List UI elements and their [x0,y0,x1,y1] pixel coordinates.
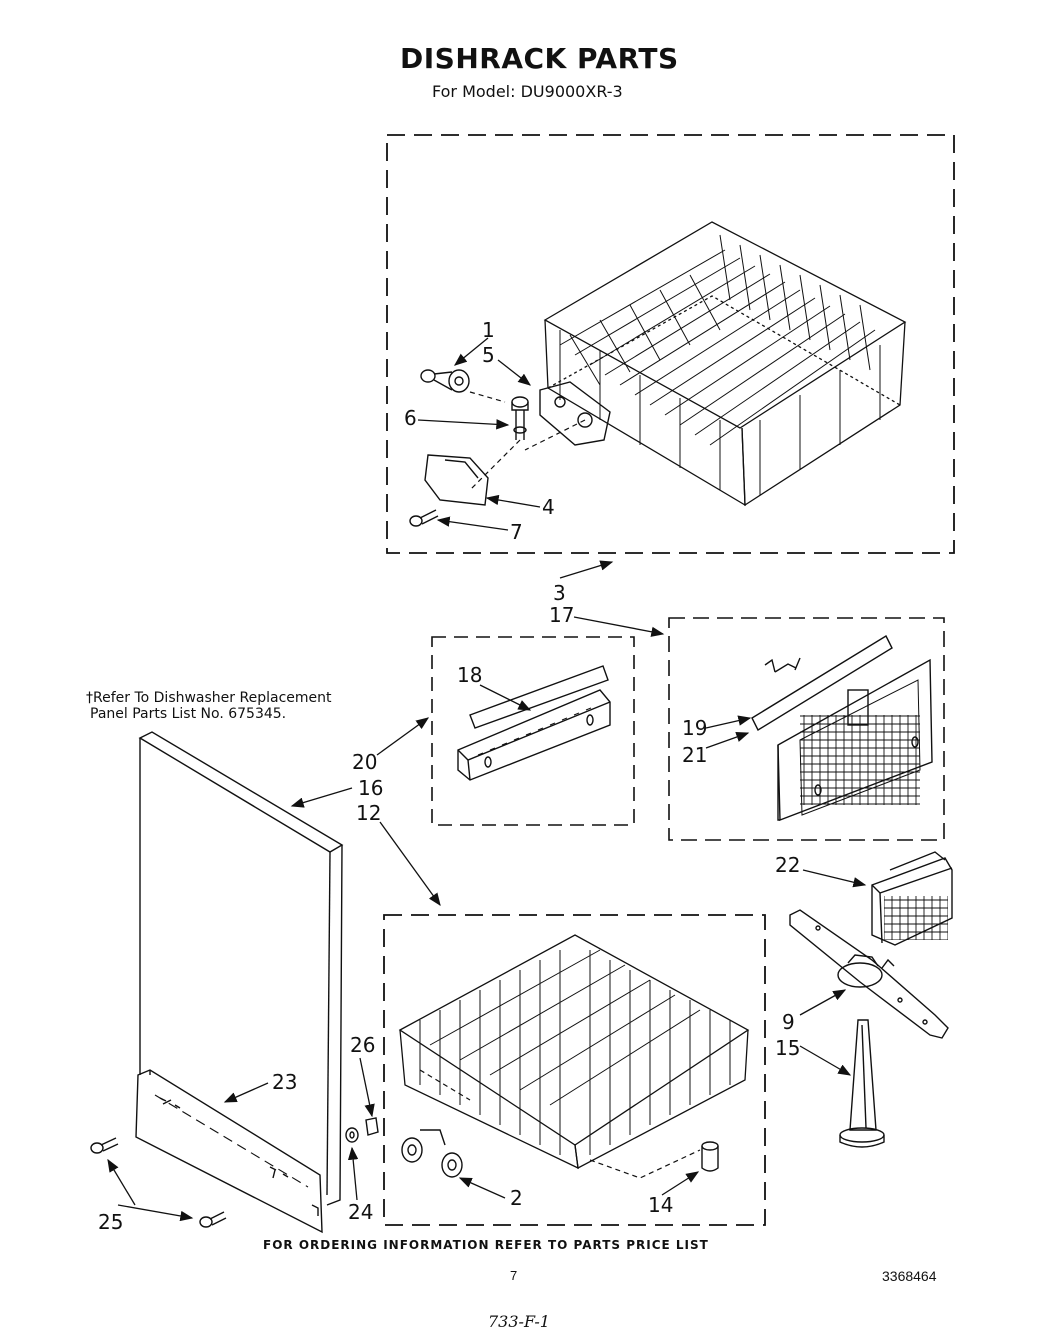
handwritten-mark: 733-F-1 [488,1312,550,1331]
rack-wheel-1 [420,369,470,393]
silverware-holder-group-box [431,636,635,826]
callout-22: 22 [775,853,801,877]
washer-24-nut-26 [345,1117,379,1143]
spray-tower-15 [839,1019,885,1148]
callout-18: 18 [457,663,483,687]
callout-21: 21 [682,743,708,767]
callout-15: 15 [775,1036,801,1060]
rack-bracket-5 [539,381,611,446]
callout-23: 23 [272,1070,298,1094]
ordering-info: FOR ORDERING INFORMATION REFER TO PARTS … [263,1238,709,1252]
note-line-2: Panel Parts List No. 675345. [90,706,287,722]
silverware-holder-rail [457,665,611,781]
stop-14 [701,1141,719,1172]
silverware-basket-panel [751,635,933,822]
callout-9: 9 [782,1010,795,1034]
callout-16: 16 [358,776,384,800]
replacement-panel-note: †Refer To Dishwasher Replacement Panel P… [86,690,332,722]
callout-5: 5 [482,343,495,367]
note-line-1: †Refer To Dishwasher Replacement [86,690,332,706]
document-number: 3368464 [882,1268,937,1284]
screw-25 [90,1137,227,1228]
callout-7: 7 [510,520,523,544]
callout-3: 3 [553,581,566,605]
upper-rack-dashed-connectors [469,391,586,491]
callout-20: 20 [352,750,378,774]
callout-19: 19 [682,716,708,740]
lower-spray-arm [789,909,949,1039]
page-number: 7 [510,1268,518,1283]
callout-6: 6 [404,406,417,430]
screw-7 [409,509,439,527]
page-title: DISHRACK PARTS [400,42,679,75]
upper-rack-group-box [386,134,955,554]
callout-24: 24 [348,1200,374,1224]
lower-rack-dashed-connectors [419,1069,701,1179]
callout-25: 25 [98,1210,124,1234]
callout-1: 1 [482,318,495,342]
lower-dishrack-illustration [398,934,750,1170]
model-subtitle: For Model: DU9000XR-3 [432,82,623,101]
callout-12: 12 [356,801,382,825]
silverware-basket-group-box [668,617,945,841]
lower-rack-group-box [383,914,766,1226]
rack-adjuster-4 [424,454,489,506]
callout-4: 4 [542,495,555,519]
callout-26: 26 [350,1033,376,1057]
door-panel [138,731,344,1206]
callout-14: 14 [648,1193,674,1217]
silverware-basket [871,851,953,946]
toe-plate-panel [135,1069,323,1234]
leader-lines [107,337,867,1222]
rack-stud-6 [511,396,529,440]
upper-dishrack-illustration [543,221,907,507]
callout-17: 17 [549,603,575,627]
callout-2: 2 [510,1186,523,1210]
lower-rack-wheel-2 [401,1129,463,1178]
